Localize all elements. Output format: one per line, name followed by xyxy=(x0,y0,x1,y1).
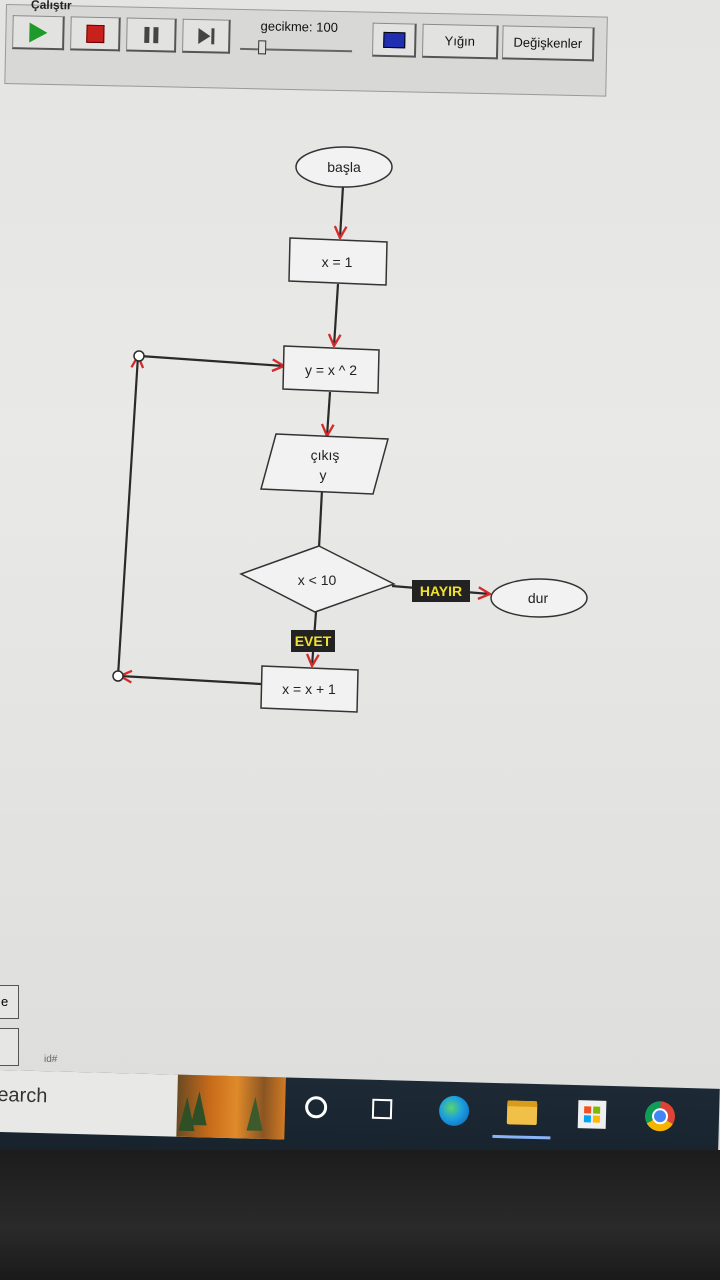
yes-branch-tag: EVET xyxy=(291,630,335,652)
taskbar-search[interactable]: earch xyxy=(0,1070,286,1140)
search-highlight-image xyxy=(176,1074,286,1140)
file-explorer-button[interactable] xyxy=(506,1097,538,1128)
condition-label: x < 10 xyxy=(298,572,337,588)
arrow-assign-to-compute xyxy=(334,283,338,346)
assign-x-box[interactable]: x = 1 xyxy=(288,237,388,286)
store-icon xyxy=(577,1100,607,1129)
edge-icon xyxy=(438,1095,470,1127)
no-branch-tag: HAYIR xyxy=(412,580,470,602)
compute-y-label: y = x ^ 2 xyxy=(305,362,357,378)
search-circle-icon xyxy=(304,1096,328,1119)
output-label: çıkış xyxy=(311,447,340,463)
output-parallelogram[interactable]: çıkış y xyxy=(260,433,389,495)
compute-y-box[interactable]: y = x ^ 2 xyxy=(282,345,380,394)
arrow-start-to-assign xyxy=(340,185,343,238)
active-app-indicator xyxy=(492,1134,551,1140)
edge-button[interactable] xyxy=(438,1095,470,1127)
arrow-compute-to-output xyxy=(327,391,330,436)
chrome-icon xyxy=(644,1100,676,1132)
monitor-bezel xyxy=(0,1150,720,1280)
task-view-icon xyxy=(371,1098,393,1120)
file-explorer-icon xyxy=(506,1100,538,1126)
output-variable: y xyxy=(320,467,327,483)
end-terminal[interactable]: dur xyxy=(490,578,588,618)
id-label: id# xyxy=(44,1054,58,1065)
end-label: dur xyxy=(528,590,549,606)
side-panel-field[interactable] xyxy=(0,1028,19,1066)
arrow-loop-to-compute xyxy=(139,354,284,366)
chrome-button[interactable] xyxy=(644,1100,676,1132)
flowchart-canvas: başla x = 1 y = x ^ 2 çıkış y x < 10 HAY… xyxy=(112,146,588,713)
assign-x-label: x = 1 xyxy=(322,254,353,270)
increment-box[interactable]: x = x + 1 xyxy=(260,665,359,713)
yes-label: EVET xyxy=(295,633,332,649)
start-label: başla xyxy=(327,159,361,175)
task-view-button[interactable] xyxy=(367,1094,398,1125)
loop-back-line xyxy=(116,356,138,677)
increment-label: x = x + 1 xyxy=(282,681,336,697)
start-terminal[interactable]: başla xyxy=(295,146,393,188)
side-panel-letter: e xyxy=(1,994,9,1009)
arrow-output-to-condition xyxy=(317,489,324,549)
cortana-button[interactable] xyxy=(301,1092,332,1123)
app-screen: Çalıştır gecikme: 100 Yığın Değişkenler xyxy=(0,0,720,1090)
search-text: earch xyxy=(0,1083,48,1108)
condition-diamond[interactable]: x < 10 xyxy=(239,545,396,613)
side-panel-button[interactable]: e xyxy=(0,985,19,1019)
store-button[interactable] xyxy=(577,1099,608,1130)
arrow-increment-to-loop xyxy=(120,676,262,686)
loop-node-top xyxy=(133,350,145,362)
no-label: HAYIR xyxy=(420,583,462,599)
loop-node-bottom xyxy=(112,670,124,682)
